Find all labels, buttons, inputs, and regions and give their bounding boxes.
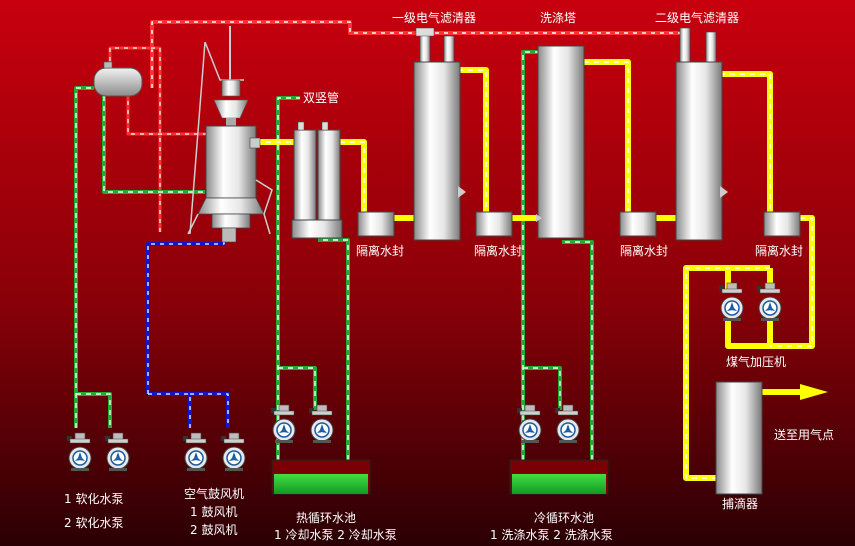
water-seal-2 — [475, 211, 513, 237]
label-secondary-filter: 二级电气滤清器 — [655, 11, 740, 25]
gas-outlet-arrow — [800, 384, 828, 400]
water-seal-4 — [763, 211, 801, 237]
gasifier — [187, 26, 273, 243]
label-water-seal-1: 隔离水封 — [356, 244, 405, 258]
label-hot-pool: 热循环水池 — [296, 511, 357, 525]
label-primary-filter: 一级电气滤清器 — [392, 11, 477, 25]
scrubber-tower — [536, 45, 585, 239]
hot-circulation-pool — [271, 459, 371, 495]
label-water-seal-4: 隔离水封 — [755, 244, 804, 258]
label-gas-booster: 煤气加压机 — [726, 355, 787, 369]
label-blower-2: 2 鼓风机 — [190, 523, 238, 537]
water-seal-1 — [357, 211, 395, 237]
cold-circulation-pool — [509, 459, 609, 495]
primary-electrostatic-filter — [413, 27, 466, 241]
water-seal-3 — [619, 211, 657, 237]
label-softwater-pump-1: 1 软化水泵 — [64, 492, 124, 506]
mist-catcher — [715, 381, 763, 495]
label-hot-pool-pumps: 1 冷却水泵 2 冷却水泵 — [274, 528, 397, 542]
label-cold-pool: 冷循环水池 — [534, 511, 595, 525]
double-riser — [291, 121, 343, 239]
gas-pipes — [256, 59, 815, 481]
label-softwater-pump-2: 2 软化水泵 — [64, 516, 124, 530]
label-blower-1: 1 鼓风机 — [190, 505, 238, 519]
water-pipes-dash — [75, 51, 593, 470]
label-cold-pool-pumps: 1 洗涤水泵 2 洗涤水泵 — [490, 528, 613, 542]
secondary-electrostatic-filter — [675, 27, 728, 241]
label-air-blower: 空气鼓风机 — [184, 487, 245, 501]
label-mist-catcher: 捕滴器 — [722, 497, 759, 511]
softwater-tank — [93, 61, 143, 97]
label-water-seal-2: 隔离水封 — [474, 244, 523, 258]
label-water-seal-3: 隔离水封 — [620, 244, 669, 258]
label-double-riser: 双竖管 — [303, 91, 340, 105]
label-scrubber: 洗涤塔 — [540, 11, 577, 25]
label-to-gas-point: 送至用气点 — [774, 428, 835, 442]
